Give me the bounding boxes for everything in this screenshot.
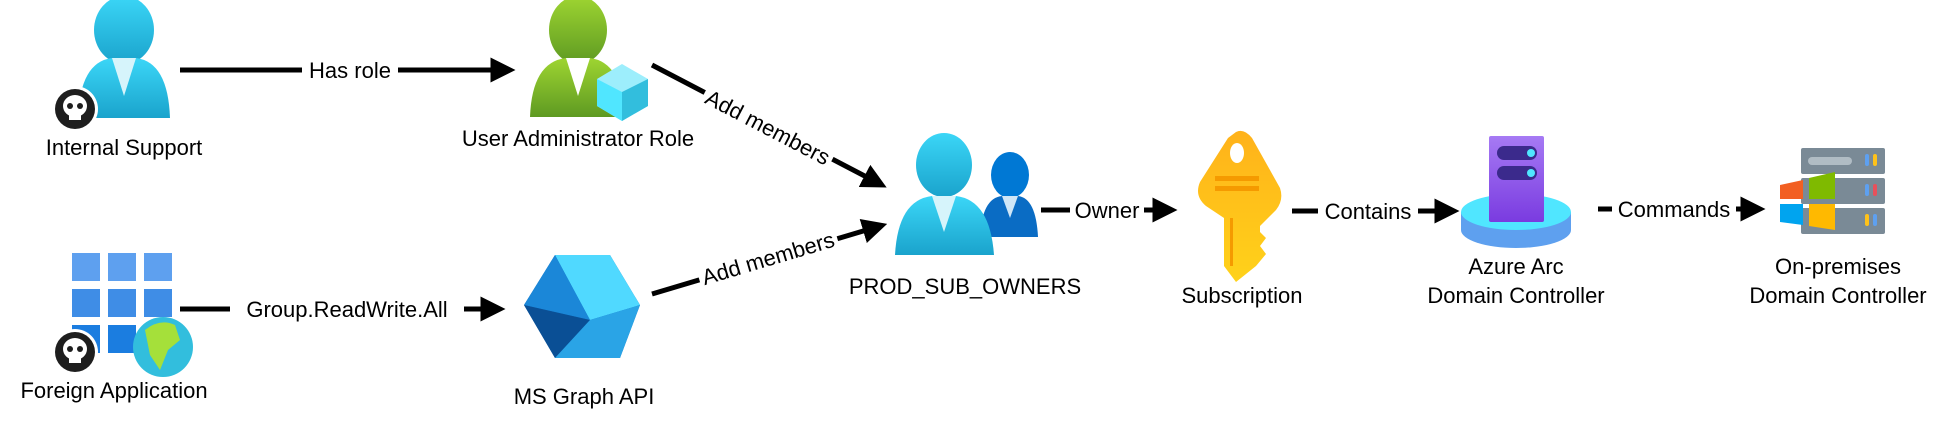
- edge-label-owner: Owner: [1075, 198, 1140, 223]
- edge-owner: Owner: [1041, 194, 1178, 224]
- edge-label-group-readwrite: Group.ReadWrite.All: [246, 297, 447, 322]
- edge-commands: Commands: [1598, 194, 1766, 224]
- user-icon: [78, 0, 170, 118]
- node-onprem: On-premises Domain Controller: [1749, 148, 1927, 308]
- windows-server-icon: [1780, 148, 1885, 234]
- node-label-prod-sub-owners: PROD_SUB_OWNERS: [849, 274, 1081, 299]
- app-grid-globe-icon: [72, 253, 193, 377]
- edge-contains: Contains: [1292, 196, 1460, 226]
- node-label-onprem-2: Domain Controller: [1749, 283, 1926, 308]
- node-label-subscription: Subscription: [1181, 283, 1302, 308]
- edge-add-members-lower: Add members: [651, 219, 888, 297]
- node-foreign-app: Foreign Application: [20, 253, 208, 403]
- edge-label-commands: Commands: [1618, 197, 1730, 222]
- edge-has-role: Has role: [180, 56, 516, 84]
- node-ms-graph: MS Graph API: [514, 255, 655, 409]
- skull-icon: [52, 86, 98, 132]
- skull-icon: [52, 329, 98, 375]
- node-subscription: Subscription: [1181, 130, 1303, 308]
- node-label-user-admin-role: User Administrator Role: [462, 126, 694, 151]
- node-label-onprem-1: On-premises: [1775, 254, 1901, 279]
- node-user-admin-role: User Administrator Role: [462, 0, 694, 151]
- node-label-azure-arc-2: Domain Controller: [1427, 283, 1604, 308]
- admin-role-icon: [530, 0, 648, 121]
- node-azure-arc: Azure Arc Domain Controller: [1427, 136, 1605, 308]
- graph-icon: [524, 255, 640, 358]
- edge-add-members-upper: Add members: [650, 62, 887, 188]
- node-label-internal-support: Internal Support: [46, 135, 203, 160]
- group-icon: [895, 133, 1038, 255]
- node-label-foreign-app: Foreign Application: [20, 378, 207, 403]
- node-label-azure-arc-1: Azure Arc: [1468, 254, 1563, 279]
- edge-label-has-role: Has role: [309, 58, 391, 83]
- edge-group-readwrite: Group.ReadWrite.All: [180, 295, 506, 323]
- edge-label-add-members-upper: Add members: [701, 85, 834, 170]
- server-icon: [1461, 136, 1571, 248]
- edge-label-contains: Contains: [1325, 199, 1412, 224]
- key-icon: [1198, 130, 1282, 282]
- node-label-ms-graph: MS Graph API: [514, 384, 655, 409]
- node-internal-support: Internal Support: [46, 0, 203, 160]
- node-prod-sub-owners: PROD_SUB_OWNERS: [849, 133, 1081, 299]
